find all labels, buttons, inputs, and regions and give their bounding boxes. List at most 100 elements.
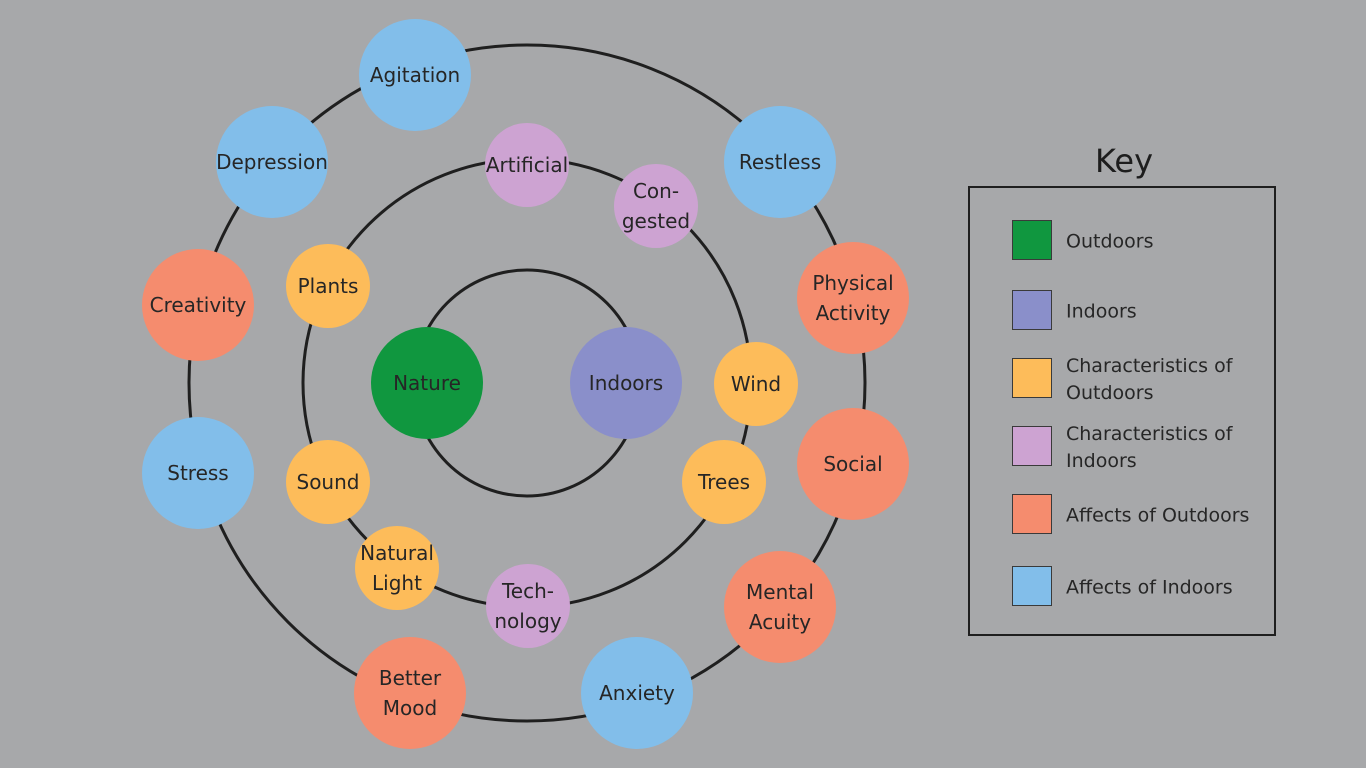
node-label-line: Wind (731, 372, 781, 396)
node-label-line: Sound (297, 470, 360, 494)
node-creativity: Creativity (142, 249, 254, 361)
node-label-wind: Wind (731, 372, 781, 396)
node-circle-depression (216, 106, 328, 218)
node-label-artificial: Artificial (486, 153, 568, 177)
node-label-social: Social (823, 452, 882, 476)
key-label-outdoors: Outdoors (1066, 230, 1154, 253)
node-nature: Nature (371, 327, 483, 439)
node-label-plants: Plants (298, 274, 359, 298)
key-swatch-outdoors (1012, 220, 1052, 260)
node-circle-sound (286, 440, 370, 524)
node-label-line: Natural (360, 541, 434, 565)
node-circle-better-mood (354, 637, 466, 749)
node-circle-restless (724, 106, 836, 218)
node-label-stress: Stress (167, 461, 228, 485)
node-stress: Stress (142, 417, 254, 529)
node-circle-creativity (142, 249, 254, 361)
node-label-tech-nology: Tech-nology (494, 579, 561, 633)
node-label-line: Tech- (501, 579, 554, 603)
outer-ring (187, 43, 867, 723)
node-circle-artificial (485, 123, 569, 207)
node-con-gested: Con-gested (614, 164, 698, 248)
node-label-line: Plants (298, 274, 359, 298)
node-depression: Depression (216, 106, 328, 218)
key-swatch-characteristics-outdoors (1012, 358, 1052, 398)
node-label-line: Anxiety (599, 681, 675, 705)
node-label-anxiety: Anxiety (599, 681, 675, 705)
node-circle-con-gested (614, 164, 698, 248)
node-indoors: Indoors (570, 327, 682, 439)
nodes-layer: Nature Indoors ArtificialCon-gestedPlantsW… (142, 19, 909, 749)
node-label-line: Artificial (486, 153, 568, 177)
node-circle-physical-activity (797, 242, 909, 354)
key-swatch-affects-outdoors (1012, 494, 1052, 534)
node-trees: Trees (682, 440, 766, 524)
node-circle-social (797, 408, 909, 520)
node-label-line: gested (622, 209, 690, 233)
node-plants: Plants (286, 244, 370, 328)
key-swatch-affects-indoors (1012, 566, 1052, 606)
node-label-depression: Depression (216, 150, 328, 174)
node-label-line: Depression (216, 150, 328, 174)
node-circle-indoors (570, 327, 682, 439)
node-label-nature: Nature (393, 371, 461, 395)
node-label-line: Better (379, 666, 442, 690)
node-label-restless: Restless (739, 150, 821, 174)
key-swatch-characteristics-indoors (1012, 426, 1052, 466)
node-label-con-gested: Con-gested (622, 179, 690, 233)
node-circle-natural-light (355, 526, 439, 610)
node-label-agitation: Agitation (370, 63, 460, 87)
node-circle-stress (142, 417, 254, 529)
node-wind: Wind (714, 342, 798, 426)
key-label-affects-indoors: Affects of Indoors (1066, 576, 1233, 599)
node-label-line: Acuity (749, 610, 811, 634)
node-tech-nology: Tech-nology (486, 564, 570, 648)
node-label-line: Trees (697, 470, 750, 494)
node-label-creativity: Creativity (150, 293, 247, 317)
node-anxiety: Anxiety (581, 637, 693, 749)
node-label-line: Light (372, 571, 422, 595)
key-label-affects-outdoors: Affects of Outdoors (1066, 504, 1250, 527)
node-label-line: Con- (633, 179, 679, 203)
node-label-line: Stress (167, 461, 228, 485)
node-agitation: Agitation (359, 19, 471, 131)
node-circle-trees (682, 440, 766, 524)
node-label-line: nology (494, 609, 561, 633)
node-artificial: Artificial (485, 123, 569, 207)
key-title: Key (1095, 142, 1154, 180)
node-label-sound: Sound (297, 470, 360, 494)
node-label-line: Restless (739, 150, 821, 174)
node-circle-plants (286, 244, 370, 328)
node-circle-anxiety (581, 637, 693, 749)
node-label-line: Physical (812, 271, 893, 295)
key-label-indoors: Indoors (1066, 300, 1137, 323)
node-circle-agitation (359, 19, 471, 131)
node-circle-nature (371, 327, 483, 439)
node-label-line: Agitation (370, 63, 460, 87)
node-label-line: Indoors (589, 371, 663, 395)
node-label-line: Activity (816, 301, 891, 325)
key-swatch-indoors (1012, 290, 1052, 330)
key-label-characteristics-outdoors: Characteristics of Outdoors (1066, 355, 1233, 404)
node-circle-wind (714, 342, 798, 426)
node-restless: Restless (724, 106, 836, 218)
node-label-line: Mental (746, 580, 814, 604)
node-label-line: Social (823, 452, 882, 476)
node-circle-mental-acuity (724, 551, 836, 663)
node-label-indoors: Indoors (589, 371, 663, 395)
node-label-line: Mood (383, 696, 437, 720)
key-legend: Outdoors Indoors Characteristics of Outd… (968, 186, 1276, 636)
node-label-line: Nature (393, 371, 461, 395)
node-label-line: Creativity (150, 293, 247, 317)
node-circle-tech-nology (486, 564, 570, 648)
node-sound: Sound (286, 440, 370, 524)
